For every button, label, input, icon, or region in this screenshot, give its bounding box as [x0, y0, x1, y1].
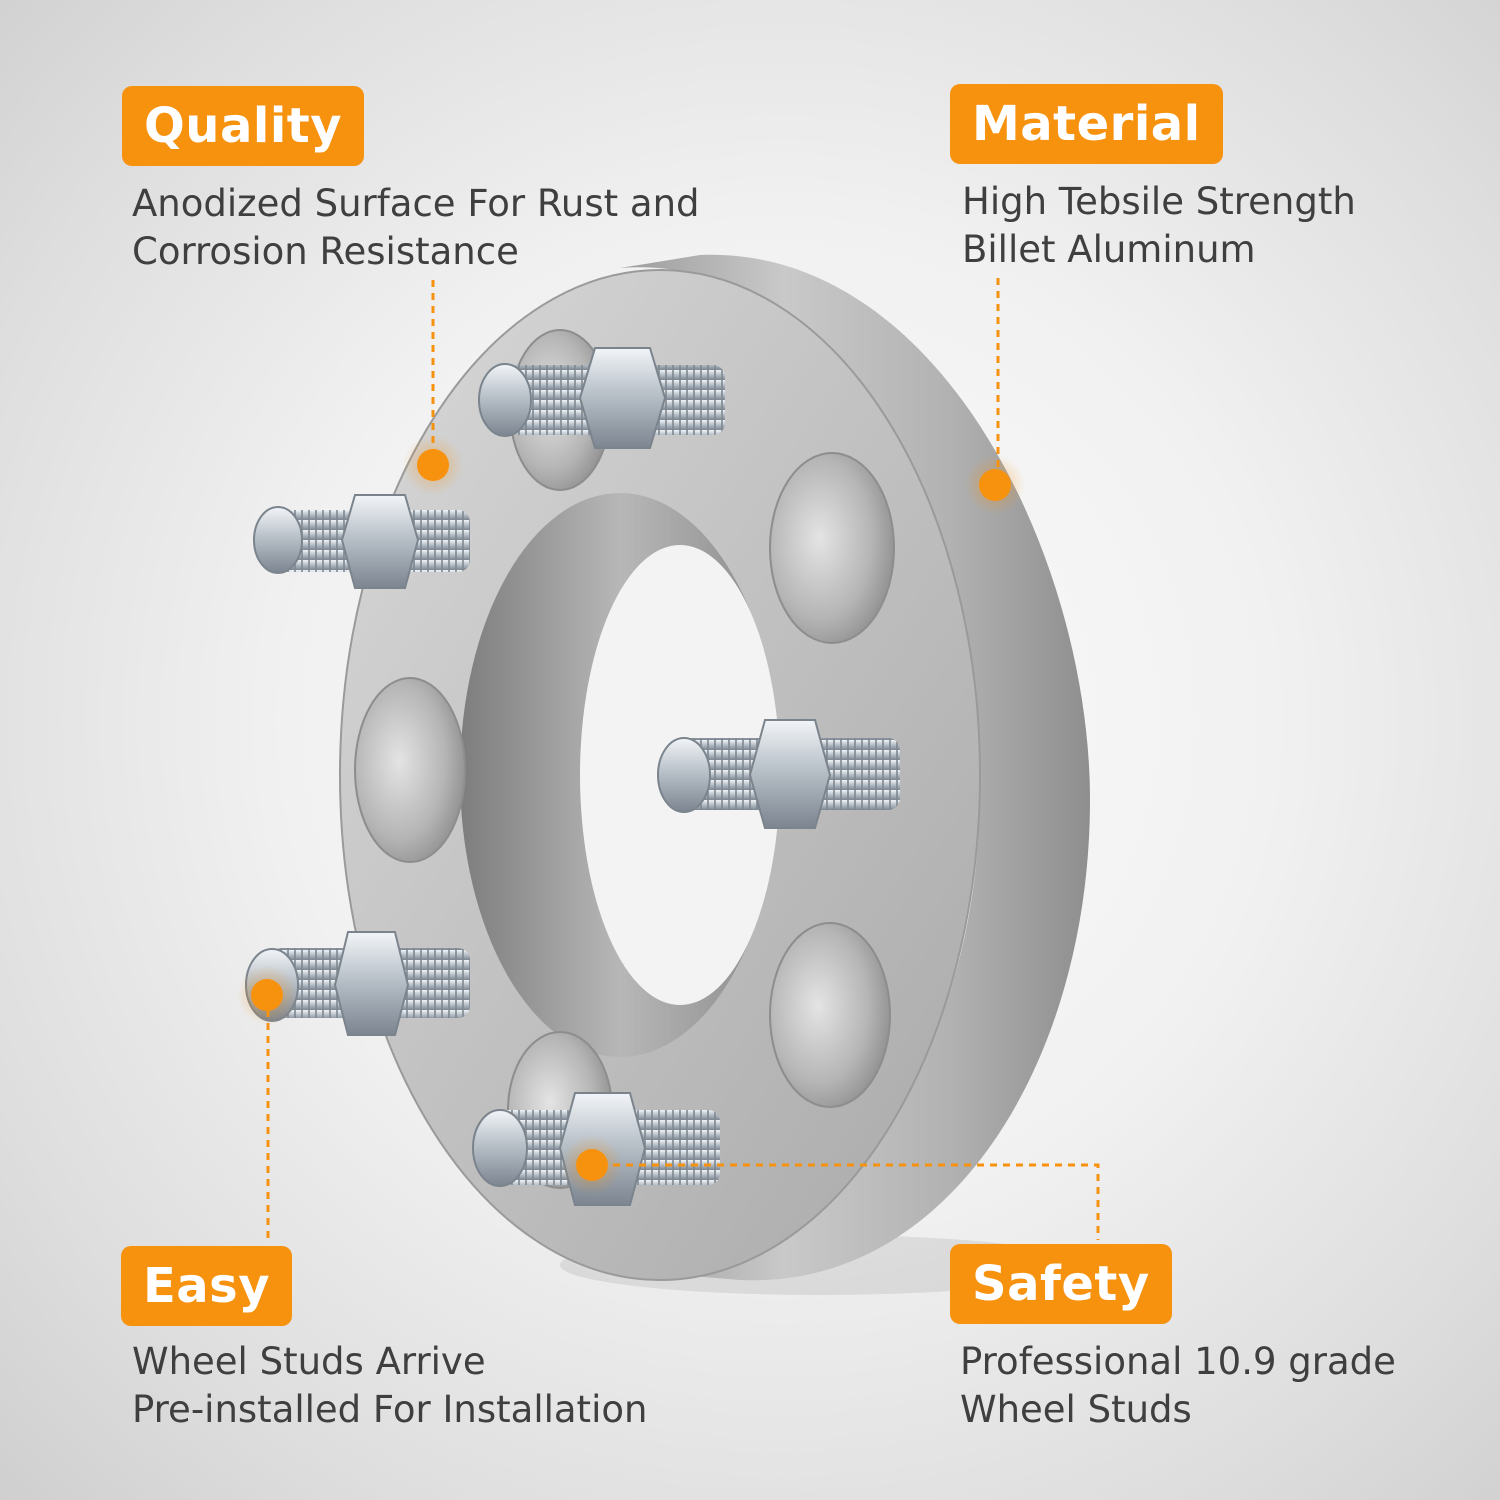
safety-badge: Safety [950, 1244, 1172, 1324]
safety-connector [600, 1163, 1100, 1240]
safety-description-line-2: Wheel Studs [960, 1388, 1192, 1431]
lug-hole [354, 677, 466, 863]
easy-description-line-2: Pre-installed For Installation [132, 1388, 648, 1431]
callout-connectors [266, 278, 1100, 1240]
material-description: High Tebsile Strength Billet Aluminum [962, 178, 1356, 274]
easy-description: Wheel Studs Arrive Pre-installed For Ins… [132, 1338, 647, 1434]
wheel-stud [253, 494, 470, 589]
spacer-rim [620, 254, 1090, 1281]
wheel-stud [657, 719, 900, 829]
easy-description-line-1: Wheel Studs Arrive [132, 1340, 486, 1383]
quality-description-line-2: Corrosion Resistance [132, 230, 519, 273]
quality-badge: Quality [122, 86, 365, 166]
wheel-stud [478, 347, 725, 449]
quality-description: Anodized Surface For Rust and Corrosion … [132, 180, 700, 276]
safety-description: Professional 10.9 grade Wheel Studs [960, 1338, 1396, 1434]
quality-description-line-1: Anodized Surface For Rust and [132, 182, 700, 225]
lug-hole [769, 452, 895, 644]
material-badge: Material [950, 84, 1223, 164]
safety-description-line-1: Professional 10.9 grade [960, 1340, 1396, 1383]
easy-dot [251, 979, 283, 1011]
lug-hole [769, 922, 891, 1108]
easy-badge: Easy [121, 1246, 293, 1326]
wheel-stud [472, 1092, 720, 1206]
material-description-line-2: Billet Aluminum [962, 228, 1256, 271]
safety-dot [576, 1149, 608, 1181]
callout-dots [237, 435, 1025, 1195]
quality-dot [417, 449, 449, 481]
material-dot [979, 469, 1011, 501]
material-description-line-1: High Tebsile Strength [962, 180, 1356, 223]
